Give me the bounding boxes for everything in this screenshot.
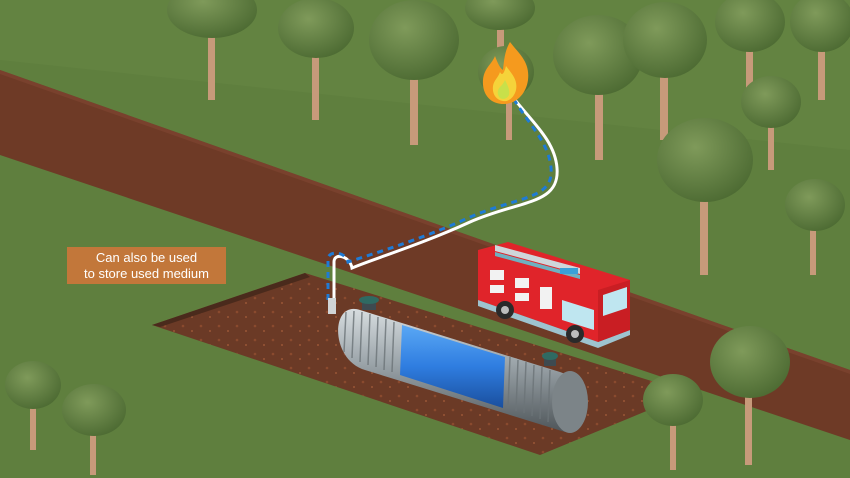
fire-truck — [478, 242, 630, 348]
flow-dashed-line — [326, 95, 553, 300]
caption-box: Can also be used to store used medium — [67, 247, 226, 284]
caption-line-1: Can also be used — [95, 249, 198, 265]
underground-tank — [328, 296, 588, 433]
dirt-road — [0, 70, 850, 440]
flame-icon — [482, 42, 529, 104]
tank-band — [400, 325, 505, 408]
trees-foreground — [5, 326, 790, 475]
caption-line-2: to store used medium — [83, 265, 209, 281]
trees-background — [167, 0, 850, 275]
